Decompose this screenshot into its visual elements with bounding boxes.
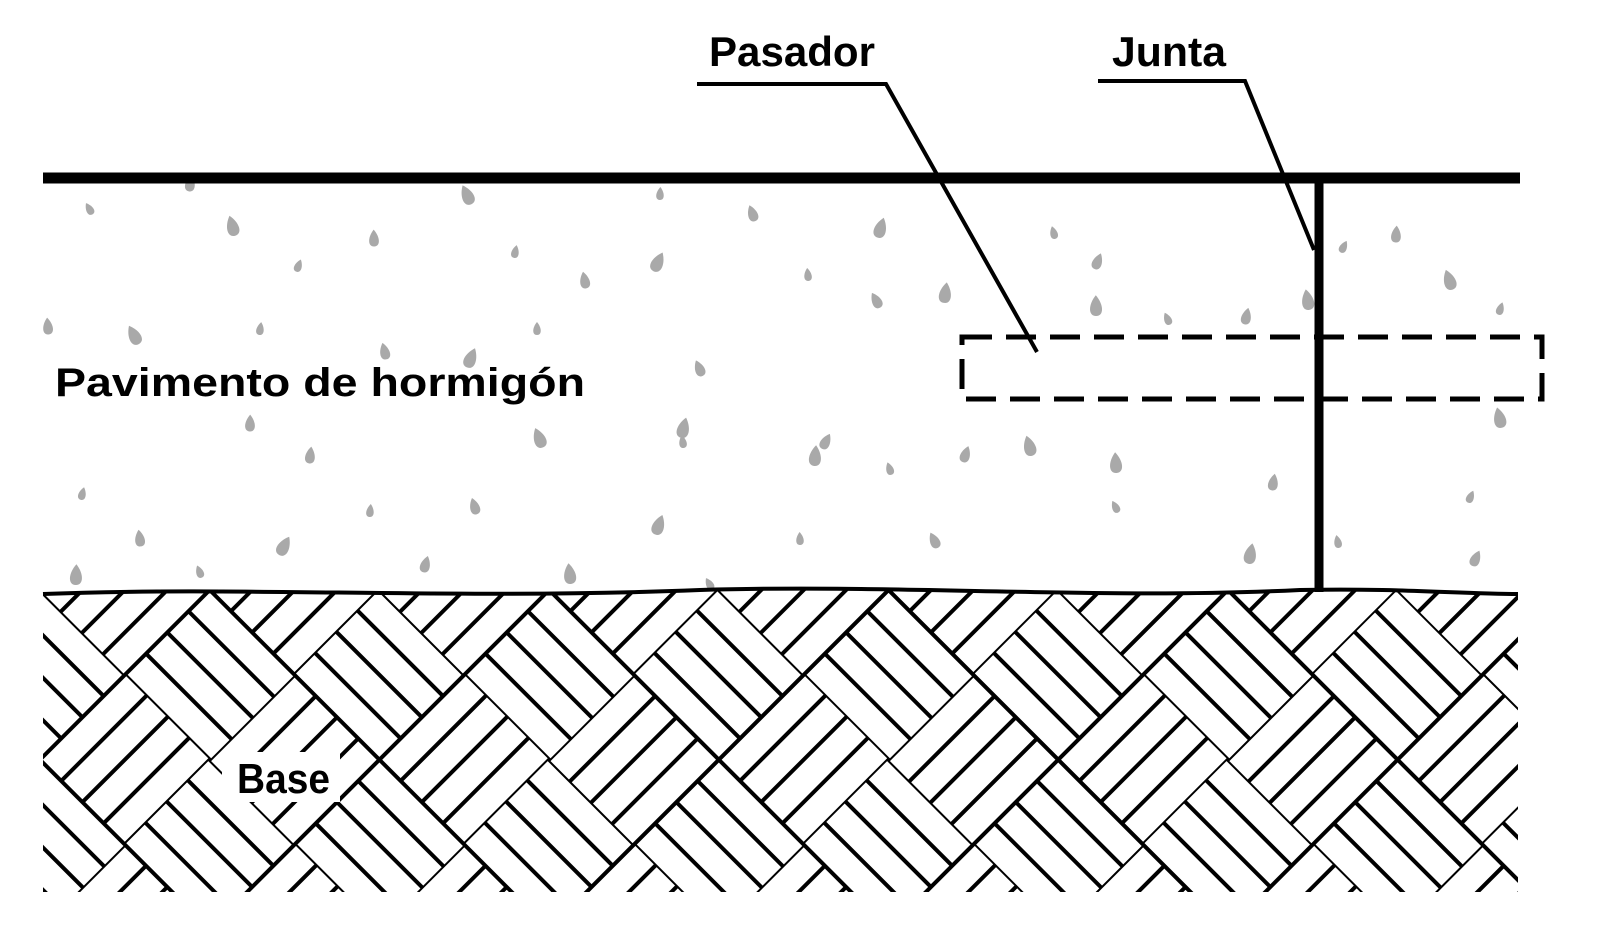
aggregate-speck (245, 414, 255, 432)
aggregate-speck (1240, 307, 1251, 325)
base-label-background (222, 752, 340, 802)
aggregate-speck (227, 215, 240, 236)
aggregate-speck (651, 514, 665, 535)
aggregate-speck (1334, 535, 1342, 548)
aggregate-speck (511, 245, 519, 258)
dowel-label: Pasador (709, 28, 875, 75)
slab-base-interface (42, 586, 1519, 596)
aggregate-speck (305, 446, 315, 464)
joint-leader (1098, 79, 1316, 251)
aggregate-speck (705, 578, 715, 590)
aggregate-speck (1267, 473, 1278, 491)
aggregate-speck (679, 435, 687, 448)
aggregate-speck (1243, 543, 1256, 564)
aggregate-speck (650, 252, 664, 272)
aggregate-speck (135, 529, 145, 547)
aggregate-speck (1494, 407, 1507, 428)
aggregate-speck (128, 325, 142, 345)
aggregate-speck (1090, 295, 1103, 316)
aggregate-speck (796, 532, 804, 545)
aggregate-speck (871, 292, 883, 309)
base-label: Base (237, 755, 330, 802)
aggregate-speck (1111, 500, 1121, 513)
aggregate-speck (1443, 269, 1457, 290)
aggregate-speck (580, 271, 591, 289)
aggregate-speck (366, 504, 374, 517)
joint-label: Junta (1112, 28, 1227, 75)
aggregate-speck (808, 445, 821, 466)
aggregate-speck (380, 342, 391, 360)
aggregate-speck (656, 187, 664, 200)
aggregate-speck (43, 317, 53, 335)
aggregate-speck (1465, 490, 1474, 503)
aggregate-speck (1338, 240, 1348, 253)
aggregate-speck (470, 498, 481, 515)
aggregate-speck (369, 229, 379, 247)
base-layer (43, 588, 1518, 892)
aggregate-speck (938, 282, 951, 303)
aggregate-speck (959, 446, 970, 463)
aggregate-speck (1164, 312, 1173, 325)
aggregate-speck (256, 322, 264, 335)
aggregate-speck (564, 563, 577, 584)
aggregate-speck (463, 348, 477, 368)
aggregate-speck (1091, 253, 1103, 270)
aggregate-speck (461, 185, 475, 205)
dowel-bar (959, 334, 1545, 402)
aggregate-speck (886, 462, 895, 475)
aggregate-speck (533, 428, 547, 448)
aggregate-speck (1024, 435, 1037, 456)
aggregate-speck (1110, 452, 1123, 473)
aggregate-speck (676, 417, 689, 438)
slab-label: Pavimento de hormigón (55, 361, 585, 405)
aggregate-speck (1469, 550, 1481, 567)
aggregate-speck (293, 259, 302, 272)
aggregate-speck (1495, 302, 1504, 315)
aggregate-speck (77, 487, 86, 500)
aggregate-speck (873, 217, 886, 238)
aggregate-specks (43, 174, 1507, 590)
aggregate-speck (748, 205, 759, 222)
aggregate-speck (929, 532, 941, 549)
aggregate-speck (1302, 289, 1315, 310)
aggregate-speck (694, 360, 706, 377)
aggregate-speck (804, 268, 812, 281)
aggregate-speck (1050, 226, 1059, 239)
aggregate-speck (85, 203, 95, 215)
aggregate-speck (533, 322, 541, 335)
aggregate-speck (196, 565, 205, 578)
aggregate-speck (1391, 225, 1401, 243)
aggregate-speck (276, 536, 290, 556)
aggregate-speck (69, 564, 82, 585)
aggregate-speck (819, 433, 831, 450)
dowel-leader (697, 82, 1039, 353)
aggregate-speck (419, 556, 430, 573)
